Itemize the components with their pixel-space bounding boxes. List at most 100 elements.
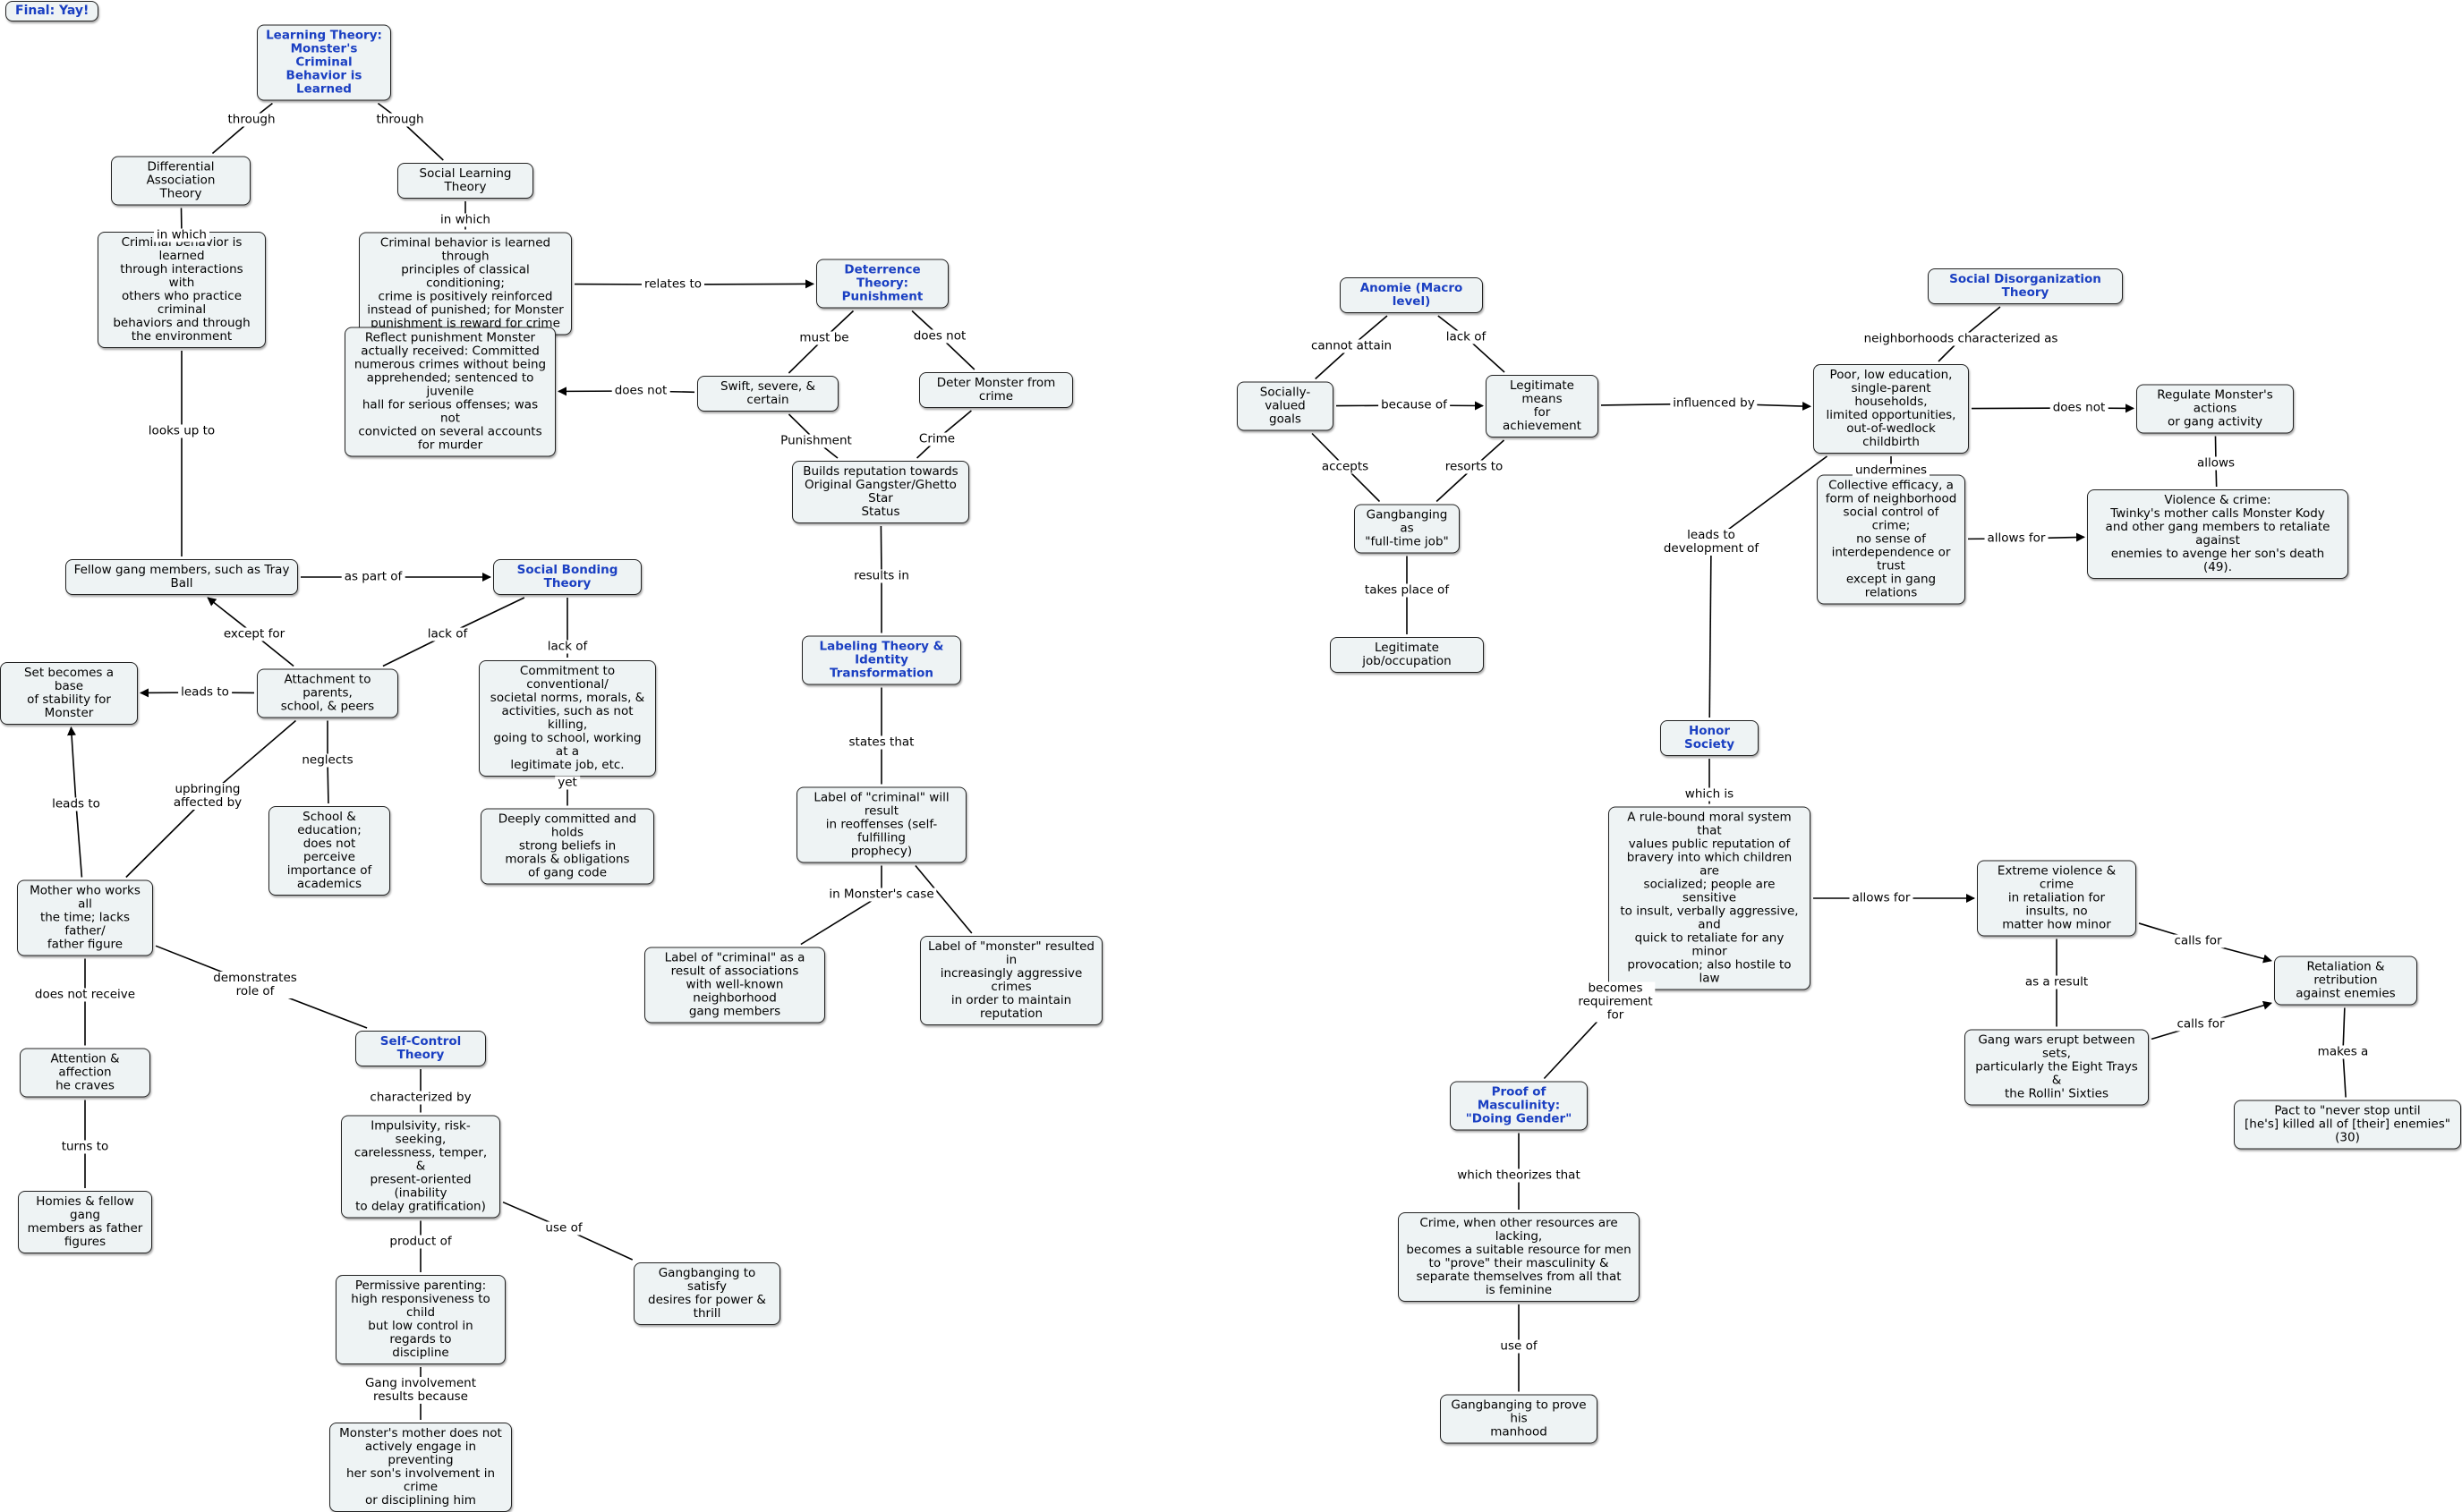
- concept-node-disorg[interactable]: Social Disorganization Theory: [1928, 268, 2123, 304]
- concept-node-label-criminal[interactable]: Label of "criminal" will result in reoff…: [797, 787, 967, 863]
- concept-node-fulltime[interactable]: Gangbanging as "full-time job": [1354, 505, 1460, 554]
- concept-node-builds[interactable]: Builds reputation towards Original Gangs…: [792, 461, 969, 523]
- link-label: Punishment: [778, 435, 855, 448]
- concept-node-learning[interactable]: Learning Theory: Monster's Criminal Beha…: [257, 25, 391, 101]
- concept-node-dat[interactable]: Differential Association Theory: [111, 157, 251, 206]
- connector-line: [1709, 542, 1711, 718]
- concept-node-goals[interactable]: Socially-valued goals: [1237, 382, 1333, 431]
- concept-node-rulebound[interactable]: A rule-bound moral system that values pu…: [1608, 807, 1810, 990]
- link-label: results in: [851, 570, 912, 583]
- link-label: characterized by: [367, 1092, 473, 1105]
- link-label: must be: [797, 332, 851, 345]
- link-label: Crime: [916, 433, 958, 446]
- link-label: demonstrates role of: [210, 972, 300, 998]
- link-label: except for: [221, 628, 287, 641]
- concept-node-school[interactable]: School & education; does not perceive im…: [268, 806, 390, 896]
- link-label: because of: [1378, 399, 1450, 412]
- concept-node-gangwars[interactable]: Gang wars erupt between sets, particular…: [1964, 1030, 2149, 1106]
- concept-node-deeply[interactable]: Deeply committed and holds strong belief…: [481, 809, 654, 885]
- link-label: lack of: [545, 641, 591, 654]
- link-label: in which: [154, 229, 209, 242]
- concept-node-crim-learned[interactable]: Criminal behavior is learned through int…: [98, 232, 266, 348]
- concept-node-deterrence[interactable]: Deterrence Theory: Punishment: [816, 259, 949, 309]
- concept-node-pact[interactable]: Pact to "never stop until [he's] killed …: [2234, 1100, 2461, 1150]
- link-label: calls for: [2174, 1018, 2227, 1032]
- concept-node-gangbang-manhood[interactable]: Gangbanging to prove his manhood: [1440, 1395, 1597, 1444]
- concept-node-label-monster[interactable]: Label of "monster" resulted in increasin…: [920, 936, 1103, 1025]
- link-label: neglects: [299, 754, 355, 768]
- concept-node-label-assoc[interactable]: Label of "criminal" as a result of assoc…: [644, 947, 825, 1024]
- concept-node-impulsivity[interactable]: Impulsivity, risk-seeking, carelessness,…: [341, 1116, 500, 1219]
- concept-node-selfcontrol[interactable]: Self-Control Theory: [355, 1031, 486, 1066]
- concept-node-swift[interactable]: Swift, severe, & certain: [697, 376, 839, 412]
- link-label: does not: [911, 330, 969, 344]
- link-label: neighborhoods characterized as: [1861, 333, 2061, 346]
- concept-node-attention[interactable]: Attention & affection he craves: [20, 1049, 150, 1098]
- link-label: turns to: [59, 1141, 112, 1154]
- link-label: relates to: [642, 278, 704, 292]
- link-label: leads to development of: [1661, 529, 1761, 556]
- concept-node-mother-not[interactable]: Monster's mother does not actively engag…: [329, 1423, 512, 1512]
- concept-node-violence[interactable]: Violence & crime: Twinky's mother calls …: [2087, 489, 2348, 579]
- concept-node-reflect[interactable]: Reflect punishment Monster actually rece…: [345, 327, 556, 457]
- concept-node-poor[interactable]: Poor, low education, single-parent house…: [1813, 364, 1969, 454]
- concept-node-slt[interactable]: Social Learning Theory: [397, 163, 533, 199]
- link-label: influenced by: [1670, 397, 1757, 411]
- link-label: looks up to: [146, 425, 217, 438]
- link-label: allows for: [1985, 532, 2049, 546]
- map-title: Final: Yay!: [5, 1, 98, 21]
- link-label: calls for: [2171, 935, 2224, 948]
- concept-node-commitment[interactable]: Commitment to conventional/ societal nor…: [479, 660, 656, 777]
- link-label: undermines: [1853, 464, 1930, 478]
- concept-node-bonding[interactable]: Social Bonding Theory: [493, 559, 642, 595]
- concept-node-crim-conditioning[interactable]: Criminal behavior is learned through pri…: [359, 233, 572, 336]
- link-label: in which: [438, 214, 493, 227]
- link-label: as a result: [2023, 976, 2091, 990]
- link-label: accepts: [1319, 461, 1371, 474]
- link-label: lack of: [425, 628, 471, 641]
- link-label: use of: [1497, 1340, 1539, 1354]
- link-label: does not receive: [32, 989, 138, 1002]
- link-label: does not: [2050, 402, 2108, 415]
- concept-node-legit-job[interactable]: Legitimate job/occupation: [1330, 637, 1484, 673]
- concept-node-efficacy[interactable]: Collective efficacy, a form of neighborh…: [1817, 475, 1965, 605]
- arrow-connector: [71, 727, 76, 804]
- connector-line: [801, 895, 882, 945]
- concept-node-deter[interactable]: Deter Monster from crime: [919, 372, 1073, 408]
- link-label: allows: [2194, 457, 2237, 471]
- link-label: product of: [387, 1236, 454, 1249]
- connector-line: [76, 804, 81, 878]
- concept-node-honor[interactable]: Honor Society: [1660, 720, 1759, 756]
- concept-node-fellow[interactable]: Fellow gang members, such as Tray Ball: [65, 559, 298, 595]
- concept-node-base[interactable]: Set becomes a base of stability for Mons…: [0, 662, 138, 725]
- concept-node-masculinity[interactable]: Proof of Masculinity: "Doing Gender": [1450, 1082, 1588, 1131]
- link-label: leads to: [178, 686, 232, 700]
- link-label: through: [225, 114, 277, 127]
- link-label: upbringing affected by: [171, 783, 244, 810]
- concept-node-retaliation[interactable]: Retaliation & retribution against enemie…: [2274, 956, 2417, 1006]
- link-label: which is: [1683, 788, 1736, 802]
- concept-node-anomie[interactable]: Anomie (Macro level): [1340, 277, 1483, 313]
- link-label: makes a: [2315, 1046, 2372, 1059]
- concept-node-homies[interactable]: Homies & fellow gang members as father f…: [18, 1191, 152, 1253]
- concept-node-crime-resource[interactable]: Crime, when other resources are lacking,…: [1398, 1212, 1640, 1302]
- link-label: resorts to: [1443, 461, 1506, 474]
- link-label: becomes requirement for: [1575, 982, 1655, 1023]
- concept-node-attachment[interactable]: Attachment to parents, school, & peers: [257, 669, 398, 718]
- link-label: leads to: [49, 798, 103, 811]
- link-label: takes place of: [1362, 584, 1452, 598]
- concept-node-labeling[interactable]: Labeling Theory & Identity Transformatio…: [802, 636, 961, 685]
- concept-node-regulate[interactable]: Regulate Monster's actions or gang activ…: [2136, 385, 2294, 434]
- concept-node-extreme[interactable]: Extreme violence & crime in retaliation …: [1977, 861, 2136, 937]
- link-label: allows for: [1850, 892, 1913, 905]
- concept-node-gangbang-power[interactable]: Gangbanging to satisfy desires for power…: [634, 1262, 780, 1325]
- concept-node-permissive[interactable]: Permissive parenting: high responsivenes…: [336, 1275, 506, 1364]
- concept-node-mother[interactable]: Mother who works all the time; lacks fat…: [17, 880, 153, 956]
- link-label: states that: [847, 736, 917, 750]
- connector-line: [2343, 1052, 2346, 1098]
- link-label: through: [373, 114, 426, 127]
- link-label: does not: [612, 385, 670, 398]
- link-label: Gang involvement results because: [362, 1377, 479, 1404]
- concept-node-means[interactable]: Legitimate means for achievement: [1486, 375, 1598, 437]
